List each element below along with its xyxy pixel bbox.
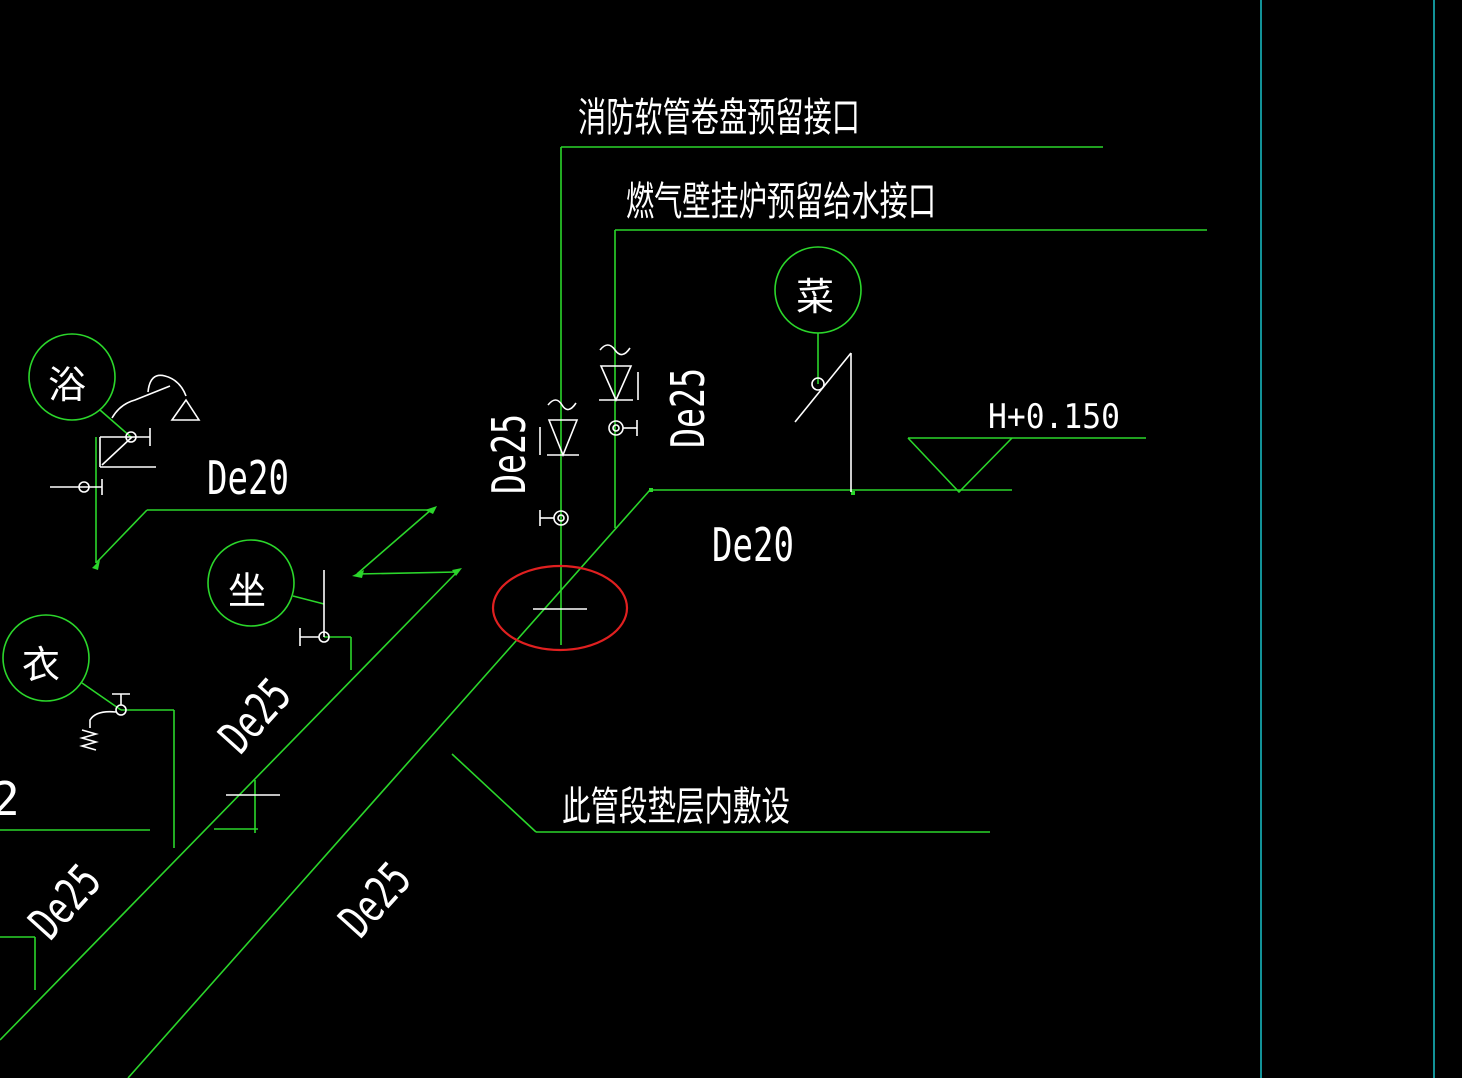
pipe-size-de25-diag-mid: De25 bbox=[208, 668, 302, 764]
pipe-size-de20-left: De20 bbox=[207, 451, 289, 505]
lower-branches bbox=[0, 636, 352, 990]
fixture-toilet-label: 坐 bbox=[228, 569, 266, 613]
gas-boiler-valve bbox=[599, 344, 639, 436]
fire-hose-riser bbox=[560, 146, 1103, 645]
gas-boiler-interface-label: 燃气壁挂炉预留给水接口 bbox=[626, 179, 936, 225]
pipe-size-de25-main: De25 bbox=[328, 852, 422, 948]
main-diagonal-pipe bbox=[127, 229, 1207, 1078]
pipe-size-de20-right: De20 bbox=[712, 518, 794, 572]
cushion-layer-note: 此管段垫层内敷设 bbox=[562, 784, 790, 830]
laundry-fixture: 衣 bbox=[2, 614, 130, 751]
fixture-laundry-label: 衣 bbox=[22, 643, 60, 687]
pipe-size-de25-riser-left: De25 bbox=[482, 414, 536, 494]
toilet-fixture: 坐 bbox=[207, 539, 330, 646]
fire-hose-valve bbox=[539, 399, 579, 526]
fire-hose-interface-label: 消防软管卷盘预留接口 bbox=[578, 95, 860, 141]
edge-fragment-text: 2 bbox=[0, 772, 20, 826]
highlight-circle[interactable] bbox=[491, 564, 629, 652]
elevation-marker: H+0.150 bbox=[907, 397, 1146, 494]
secondary-diagonal-pipe bbox=[0, 437, 462, 1041]
cushion-note-leader bbox=[451, 753, 537, 833]
pipe-size-de25-riser-right: De25 bbox=[661, 368, 715, 448]
bath-fixture: 浴 bbox=[28, 333, 201, 495]
kitchen-tap: 菜 bbox=[774, 246, 862, 492]
fixture-bath-label: 浴 bbox=[48, 363, 86, 407]
fixture-kitchen-label: 菜 bbox=[796, 275, 834, 319]
elevation-label: H+0.150 bbox=[988, 397, 1120, 437]
pipe-size-de25-diag-low: De25 bbox=[18, 854, 112, 950]
